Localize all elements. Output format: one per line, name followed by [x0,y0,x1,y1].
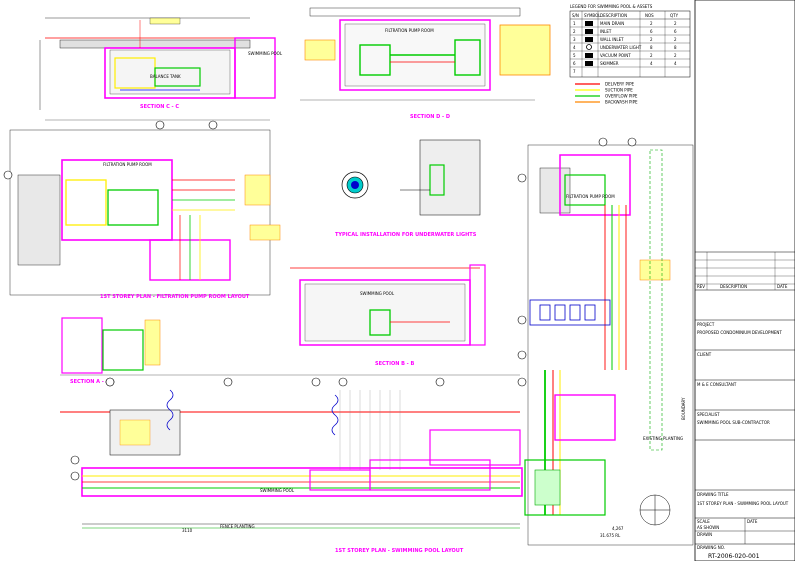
legend-cell: UNDERWATER LIGHT [600,45,642,50]
legend-line-label: SUCTION PIPE [605,88,633,93]
legend-cell: SKIMMER [600,61,619,66]
fence-label: FENCE PLANTING [220,524,255,529]
balance-tank-label: BALANCE TANK [150,74,181,79]
section-a-view: SECTION A - A [61,317,161,387]
legend-cell: 4 [650,61,653,66]
legend-cell: 2 [573,29,576,34]
project-value: PROPOSED CONDOMINIUM DEVELOPMENT [697,330,782,335]
drawing-title-value: 1ST STOREY PLAN - SWIMMING POOL LAYOUT [697,501,789,506]
legend-cell: 2 [674,37,677,42]
legend-cell: INLET [600,29,612,34]
legend-cell: 8 [674,45,677,50]
section-c-title: SECTION C - C [140,104,179,110]
pool-label-b: SWIMMING POOL [360,291,395,296]
filtration-room-title: 1ST STOREY PLAN - FILTRATION PUMP ROOM L… [100,294,250,300]
pool-label-c: SWIMMING POOL [248,51,283,56]
legend-cell: 6 [674,29,677,34]
legend-title: LEGEND FOR SWIMMING POOL & ASSETS [570,4,653,9]
contractor-label: SPECIALIST [697,412,720,417]
pool-layout-title: 1ST STOREY PLAN - SWIMMING POOL LAYOUT [335,548,464,554]
legend-header-nos: NOS [645,13,654,18]
section-d-title: SECTION D - D [410,114,450,120]
rev-description-header: DESCRIPTION [720,284,747,289]
legend-cell: 2 [650,53,653,58]
legend-cell: 2 [674,53,677,58]
client-label: CLIENT [697,352,712,357]
contractor-value: SWIMMING POOL SUB-CONTRACTOR [697,420,770,425]
section-a-title: SECTION A - A [70,379,110,385]
consultant-label: M & E CONSULTANT [697,382,737,387]
legend-header-qty: QTY [670,13,679,18]
legend-cell: 2 [674,21,677,26]
rev-date-header: DATE [777,284,788,289]
drawing-number: RT-2006-020-001 [708,553,760,560]
pool-plan-label: SWIMMING POOL [260,488,295,493]
title-block: REV DESCRIPTION DATE PROJECT PROPOSED CO… [694,0,795,561]
planting-label: EXISTING PLANTING [643,436,683,441]
drawn-label: DRAWN [697,532,712,537]
legend-cell: 4 [573,45,576,50]
plan-rl: 31.675 RL [600,533,621,538]
legend-cell: 5 [573,53,576,58]
legend-cell: 6 [573,61,576,66]
filtration-room-right-label: FILTRATION PUMP ROOM [566,194,615,199]
legend-line-label: OVERFLOW PIPE [605,94,638,99]
legend-cell: 3 [573,37,576,42]
filtration-room-left-plan: FILTRATION PUMP ROOM 1ST STOREY PLAN - F… [3,120,281,300]
section-b-view: SWIMMING POOL SECTION B - B [290,264,486,367]
legend-cell: MAIN DRAIN [600,21,624,26]
legend-cell: 7 [573,69,576,74]
pool-layout-plan: SWIMMING POOL FENCE PLANTING 3110 4,267 … [60,370,671,554]
scale-value: AS SHOWN [697,525,719,530]
legend-header-symbol: SYMBOL [584,13,601,18]
legend-line-label: BACKWASH PIPE [605,100,638,105]
legend-cell: 4 [674,61,677,66]
legend-cell: 2 [650,37,653,42]
filtration-room-right-plan: FILTRATION PUMP ROOM BOUNDARY EXISTING P… [517,137,694,546]
legend-line-label: DELIVERY PIPE [605,82,635,87]
underwater-light-detail: TYPICAL INSTALLATION FOR UNDERWATER LIGH… [335,139,481,238]
date-label: DATE [747,519,758,524]
drawing-no-label: DRAWING NO. [697,545,725,550]
typical-installation-title: TYPICAL INSTALLATION FOR UNDERWATER LIGH… [335,232,477,238]
legend-cell: VACUUM POINT [600,53,631,58]
legend-cell: 8 [650,45,653,50]
section-c-view: SWIMMING POOL BALANCE TANK SECTION C - C [39,17,283,121]
legend-cell: 6 [650,29,653,34]
boundary-label: BOUNDARY [681,397,686,420]
legend-header-sn: S/N [572,13,579,18]
rev-header: REV [697,284,705,289]
plan-dimension-left: 3110 [182,528,193,533]
filtration-room-top-label: FILTRATION PUMP ROOM [385,28,434,33]
section-d-view: FILTRATION PUMP ROOM SECTION D - D [300,7,551,120]
legend-cell: 1 [573,21,576,26]
filtration-room-left-label: FILTRATION PUMP ROOM [103,162,152,167]
scale-label: SCALE [697,519,710,524]
legend-table: LEGEND FOR SWIMMING POOL & ASSETS S/N SY… [569,4,691,105]
section-b-title: SECTION B - B [375,361,415,367]
legend-cell: 2 [650,21,653,26]
plan-level: 4,267 [612,526,624,531]
legend-header-description: DESCRIPTION [600,13,627,18]
project-label: PROJECT [697,322,715,327]
drawing-title-label: DRAWING TITLE [697,492,729,497]
legend-cell: WALL INLET [600,37,624,42]
